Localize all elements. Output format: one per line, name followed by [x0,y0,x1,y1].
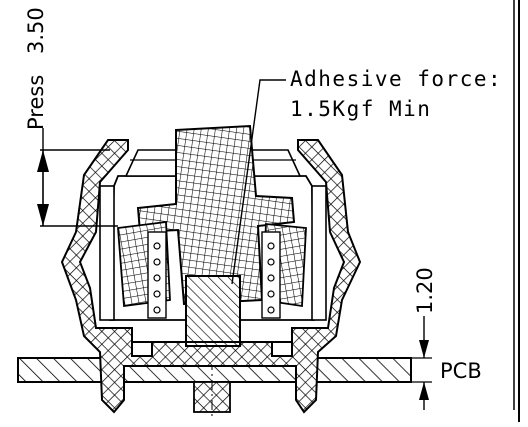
adhesive-label-line1: Adhesive force: [290,67,502,91]
right-side-bar [311,185,327,321]
adhesive-leader [231,79,286,285]
press-label: Press [24,75,48,130]
left-spring [147,231,167,319]
press-value: 3.50 [24,7,48,54]
switch-housing [60,139,362,414]
press-dimension [37,128,118,227]
left-side-bar [99,185,115,321]
height-value: 1.20 [413,267,437,314]
center-contact [185,275,241,347]
adhesive-label-line2: 1.5Kgf Min [290,97,431,121]
height-dimension [360,316,432,410]
pcb-label: PCB [440,359,482,383]
right-spring [261,231,281,319]
